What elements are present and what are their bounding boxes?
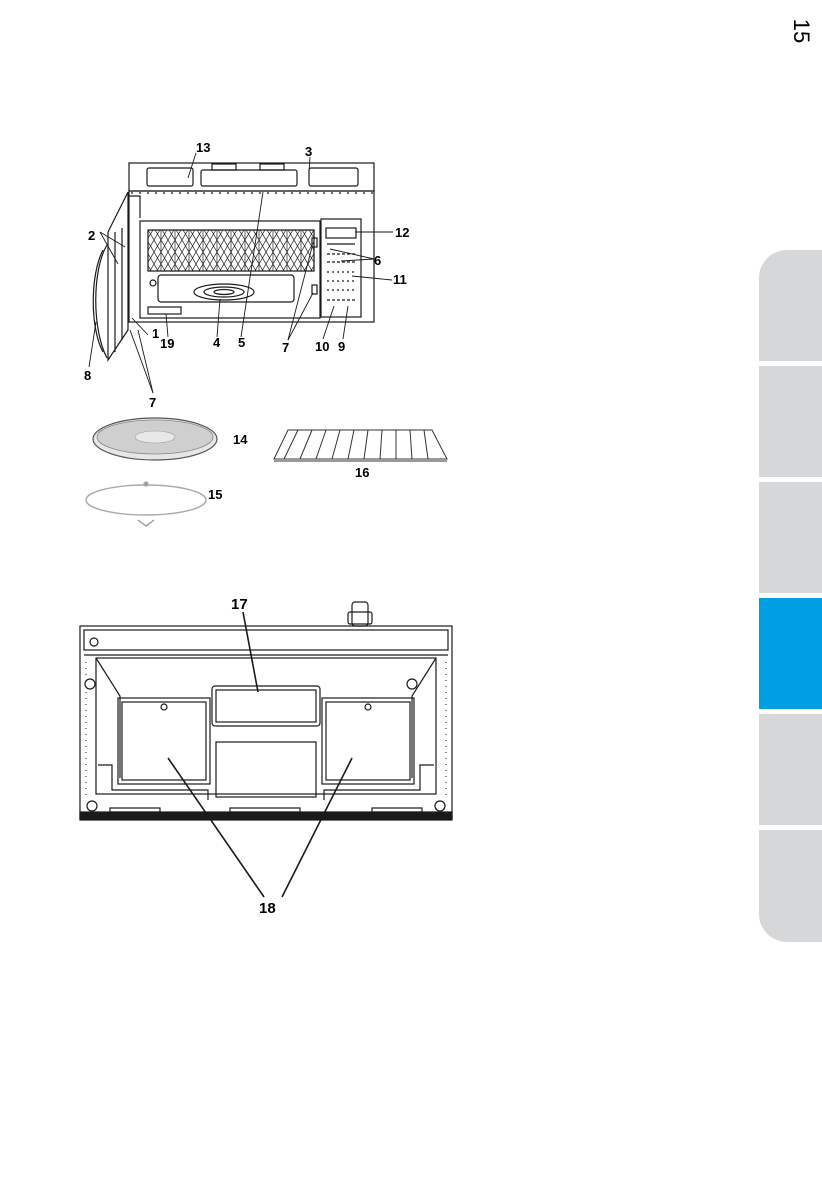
callout-15: 15 — [208, 488, 222, 501]
callout-19: 19 — [160, 337, 174, 350]
callout-9: 9 — [338, 340, 345, 353]
callout-11: 11 — [393, 273, 407, 286]
callout-7-door: 7 — [149, 396, 156, 409]
callout-6: 6 — [374, 254, 381, 267]
callout-2: 2 — [88, 229, 95, 242]
callout-1: 1 — [152, 327, 159, 340]
callout-7-right: 7 — [282, 341, 289, 354]
callout-4: 4 — [213, 336, 220, 349]
callout-18: 18 — [259, 901, 276, 916]
callout-12: 12 — [395, 226, 409, 239]
callout-16: 16 — [355, 466, 369, 479]
callout-14: 14 — [233, 433, 247, 446]
callout-10: 10 — [315, 340, 329, 353]
callout-5: 5 — [238, 336, 245, 349]
callout-13: 13 — [196, 141, 210, 154]
callout-3: 3 — [305, 145, 312, 158]
callout-17: 17 — [231, 597, 248, 612]
callout-8: 8 — [84, 369, 91, 382]
